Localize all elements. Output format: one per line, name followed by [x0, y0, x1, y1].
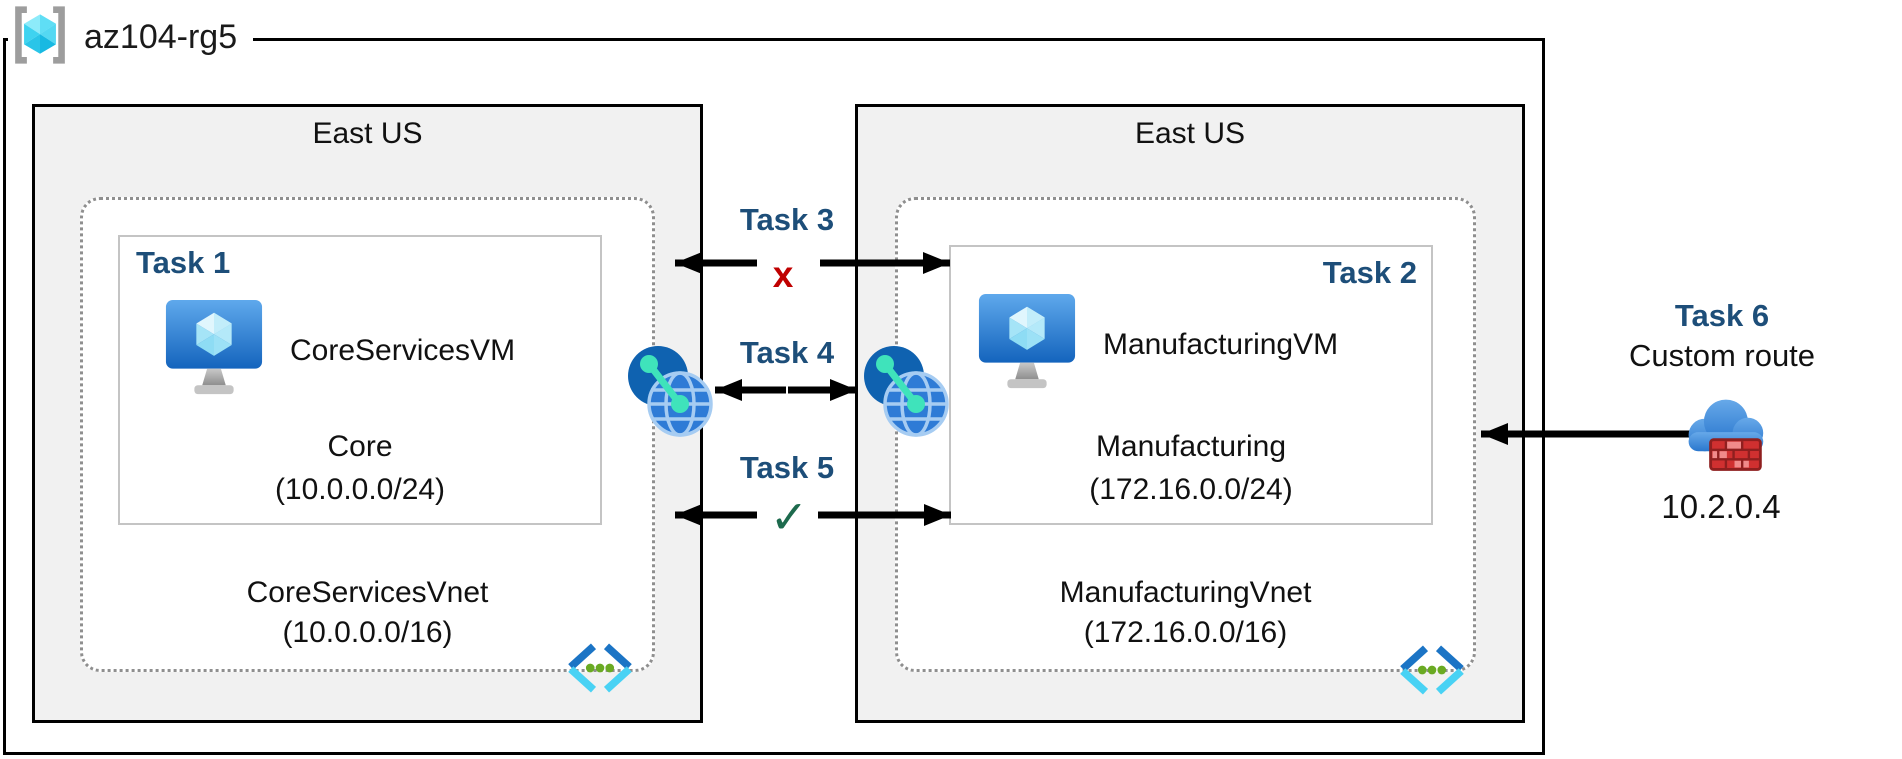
custom-route-name: Custom route [1628, 338, 1816, 373]
subnet-box-core: Task 1 CoreServicesVM Core (10.0.0.0/24) [118, 235, 602, 525]
resource-group-box [3, 38, 1545, 755]
subnet-caption-manufacturing: Manufacturing (172.16.0.0/24) [951, 425, 1431, 511]
vnet-caption-manufacturing: ManufacturingVnet (172.16.0.0/16) [898, 573, 1473, 653]
custom-route-ip: 10.2.0.4 [1661, 488, 1781, 525]
region-location-right: East US [1134, 117, 1246, 150]
vnet-name: ManufacturingVnet [1059, 576, 1312, 609]
subnet-name: Core [327, 430, 393, 463]
task-2-label: Task 2 [1322, 255, 1417, 290]
subnet-cidr: (172.16.0.0/24) [1089, 473, 1293, 506]
task-4-label: Task 4 [739, 335, 835, 370]
vm-name-manufacturing: ManufacturingVM [1103, 327, 1339, 361]
custom-route-block: Task 6 Custom route [1629, 298, 1815, 374]
cloud-firewall-icon [1676, 390, 1772, 478]
subnet-cidr: (10.0.0.0/24) [274, 473, 446, 506]
network-peering-icon [861, 343, 949, 439]
resource-group-icon [10, 4, 70, 71]
virtual-network-icon [1394, 644, 1470, 696]
region-location-left: East US [312, 117, 423, 150]
virtual-machine-icon [977, 291, 1077, 398]
vnet-name: CoreServicesVnet [246, 576, 489, 609]
subnet-box-manufacturing: Task 2 ManufacturingVM Manufacturing (17… [949, 245, 1433, 525]
resource-group-label: az104-rg5 [8, 4, 254, 71]
subnet-caption-core: Core (10.0.0.0/24) [120, 425, 600, 511]
vnet-cidr: (10.0.0.0/16) [282, 616, 453, 649]
vm-row-coreservices: CoreServicesVM [164, 297, 515, 404]
task-1-label: Task 1 [136, 245, 231, 280]
task-6-label: Task 6 [1674, 298, 1770, 333]
blocked-x-mark: x [772, 254, 794, 295]
allowed-check-mark: ✓ [769, 491, 809, 543]
task-3-label: Task 3 [739, 202, 835, 237]
task-5-label: Task 5 [739, 450, 835, 485]
resource-group-name: az104-rg5 [84, 17, 238, 56]
vm-name-coreservices: CoreServicesVM [290, 333, 516, 367]
vnet-caption-coreservices: CoreServicesVnet (10.0.0.0/16) [83, 573, 652, 653]
virtual-machine-icon [164, 297, 264, 404]
network-peering-icon [625, 343, 713, 439]
virtual-network-icon [562, 642, 638, 694]
vm-row-manufacturing: ManufacturingVM [977, 291, 1338, 398]
vnet-cidr: (172.16.0.0/16) [1083, 616, 1288, 649]
subnet-name: Manufacturing [1095, 430, 1287, 463]
